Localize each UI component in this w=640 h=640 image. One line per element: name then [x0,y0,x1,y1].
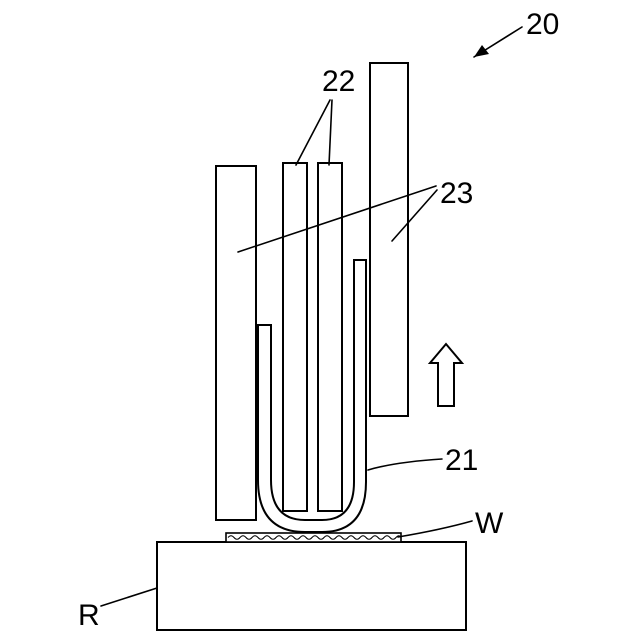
label-21: 21 [445,444,478,477]
label-23: 23 [440,177,473,210]
leader-20-arrowhead [474,45,489,57]
leader-22a [296,100,330,165]
stage-block [157,542,466,630]
workpiece-strip [226,533,401,542]
guide-plate-left [216,166,256,520]
u-holder [258,260,366,532]
label-22: 22 [322,65,355,98]
label-20: 20 [526,8,559,41]
blade-right [318,163,342,511]
guide-plate-right [370,63,408,416]
leader-22b [329,100,332,165]
up-arrow-icon [430,344,462,406]
leader-21 [368,459,442,470]
leader-w [398,521,472,537]
leader-r [101,588,157,606]
label-r: R [78,599,100,632]
blade-left [283,163,307,511]
label-w: W [475,507,504,540]
